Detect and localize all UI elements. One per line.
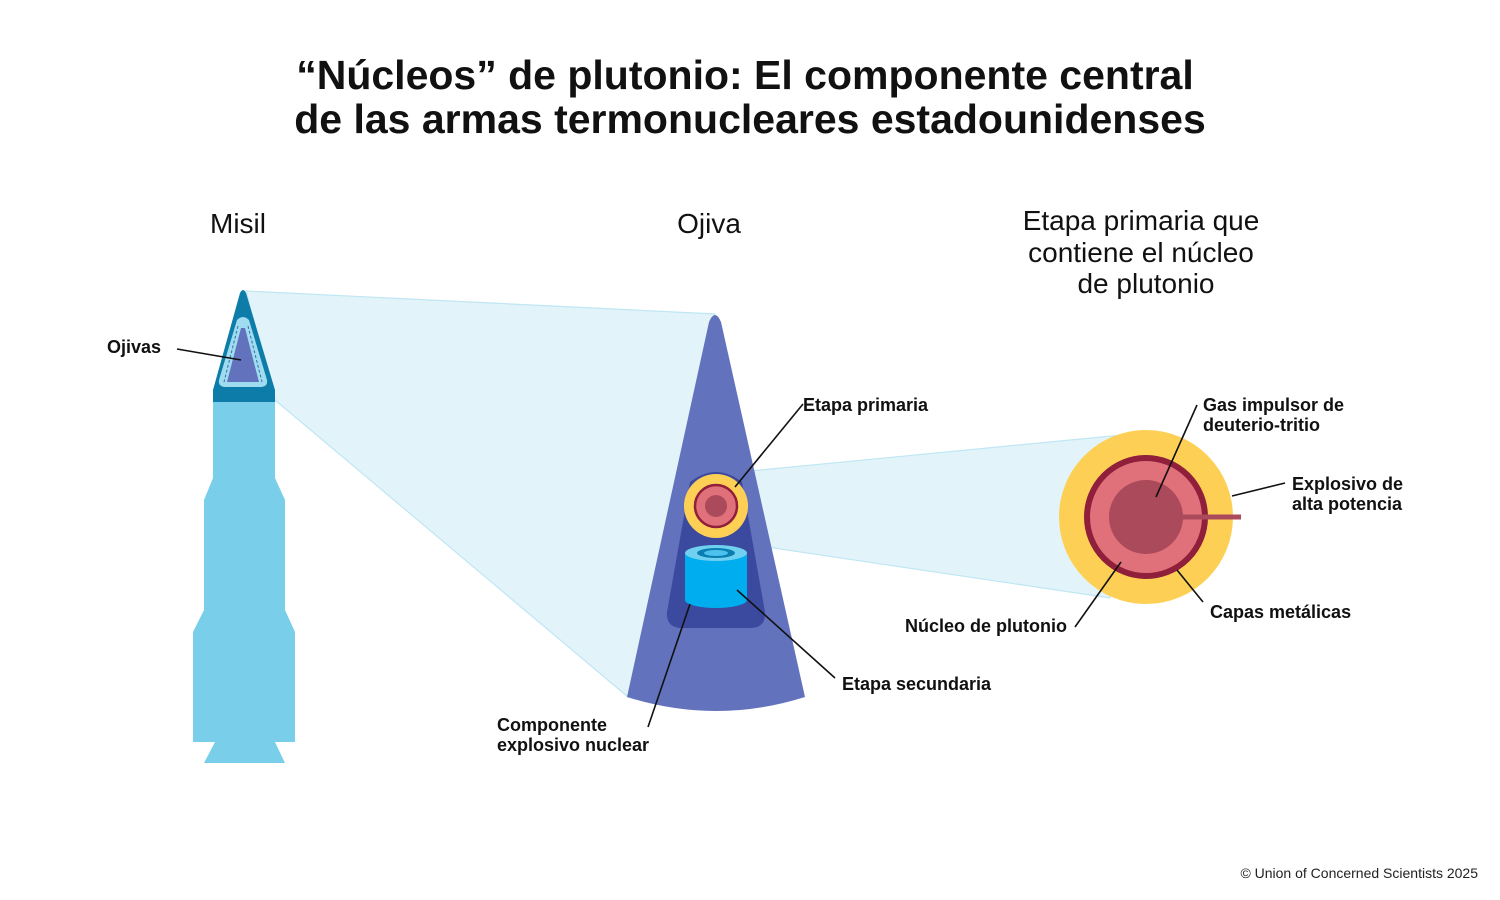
label-metal-layers: Capas metálicas [1210, 602, 1351, 622]
label-boost-gas-line-2: deuterio-tritio [1203, 415, 1320, 435]
primary-stage-detail [1059, 430, 1241, 604]
label-high-explosive-line-1: Explosivo de [1292, 474, 1403, 494]
label-primary-stage: Etapa primaria [803, 395, 929, 415]
title-line-1: “Núcleos” de plutonio: El componente cen… [296, 52, 1194, 98]
section-primary-line-3: de plutonio [1077, 268, 1214, 299]
label-high-explosive-line-2: alta potencia [1292, 494, 1403, 514]
label-secondary-stage: Etapa secundaria [842, 674, 992, 694]
section-primary-line-2: contiene el núcleo [1028, 237, 1254, 268]
copyright: © Union of Concerned Scientists 2025 [1240, 865, 1478, 881]
label-warheads: Ojivas [107, 337, 161, 357]
label-boost-gas-line-1: Gas impulsor de [1203, 395, 1344, 415]
leader-lines [176, 348, 1286, 728]
section-warhead: Ojiva [677, 208, 741, 239]
label-nuclear-explosive-line-2: explosivo nuclear [497, 735, 649, 755]
missile [193, 290, 295, 763]
label-nuclear-explosive-line-1: Componente [497, 715, 607, 735]
title-line-2: de las armas termonucleares estadouniden… [294, 96, 1206, 142]
section-missile: Misil [210, 208, 266, 239]
label-plutonium-pit: Núcleo de plutonio [905, 616, 1067, 636]
section-primary-line-1: Etapa primaria que [1023, 205, 1260, 236]
